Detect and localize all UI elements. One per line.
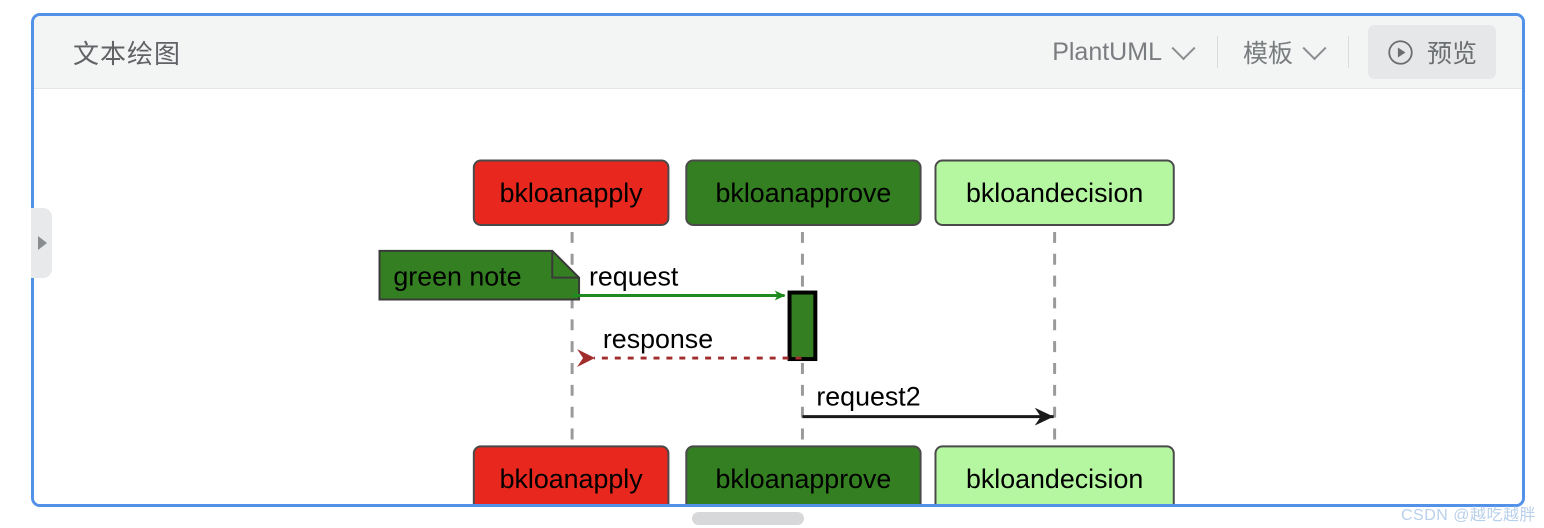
template-select[interactable]: 模板	[1229, 34, 1337, 70]
template-select-label: 模板	[1242, 40, 1293, 68]
note-shape	[378, 249, 581, 301]
chevron-down-icon	[1171, 35, 1196, 60]
participant-rect	[685, 159, 922, 227]
participant-rect	[934, 445, 1175, 504]
participant-label: bkloanapprove	[716, 178, 892, 208]
language-select-label: PlantUML	[1052, 37, 1162, 66]
diagram-canvas[interactable]: bkloanapply bkloanapprove bkloandecision…	[34, 89, 1522, 504]
page-title: 文本绘图	[73, 38, 182, 69]
header-divider-1	[1216, 36, 1218, 68]
participant-label: bkloanapply	[500, 464, 644, 494]
participant-label: bkloanapply	[500, 178, 644, 208]
message-request2[interactable]: request2	[802, 382, 1054, 426]
chevron-down-icon	[1302, 35, 1327, 60]
participant-rect	[472, 159, 670, 227]
language-select[interactable]: PlantUML	[1038, 35, 1206, 67]
horizontal-scrollbar-thumb[interactable]	[692, 512, 804, 525]
participant-label: bkloanapprove	[716, 464, 892, 494]
play-circle-icon	[1388, 39, 1413, 65]
message-label: request	[589, 262, 679, 292]
participant-box-top-bkloanapprove[interactable]: bkloanapprove	[685, 159, 922, 227]
participant-box-top-bkloanapply[interactable]: bkloanapply	[472, 159, 670, 227]
activation-bar-bkloanapprove	[787, 290, 818, 362]
note-fold-icon	[551, 250, 580, 279]
participant-label: bkloandecision	[966, 464, 1143, 494]
message-label: response	[603, 324, 713, 354]
message-response[interactable]: response	[577, 324, 802, 367]
header-controls: PlantUML 模板 预览	[1038, 16, 1496, 88]
participant-label: bkloandecision	[966, 178, 1143, 208]
note-green-note[interactable]: green note	[378, 249, 581, 301]
text-diagram-panel: 文本绘图 PlantUML 模板 预览	[31, 13, 1525, 507]
note-label: green note	[393, 262, 521, 292]
sequence-diagram: bkloanapply bkloanapprove bkloandecision…	[378, 159, 1175, 504]
chevron-right-icon	[38, 236, 47, 250]
participant-rect	[472, 445, 670, 504]
preview-button-label: 预览	[1426, 40, 1477, 68]
panel-header: 文本绘图 PlantUML 模板 预览	[34, 16, 1522, 89]
participant-rect	[685, 445, 922, 504]
participant-rect	[934, 159, 1175, 227]
watermark: CSDN @越吃越胖	[1400, 507, 1536, 524]
message-request[interactable]: request	[573, 262, 786, 301]
participant-box-bottom-bkloanapply[interactable]: bkloanapply	[472, 445, 670, 504]
participant-box-bottom-bkloandecision[interactable]: bkloandecision	[934, 445, 1175, 504]
sidebar-expand-handle[interactable]	[31, 208, 52, 278]
preview-button[interactable]: 预览	[1367, 25, 1496, 79]
header-divider-2	[1347, 36, 1349, 68]
message-label: request2	[816, 382, 920, 412]
participant-box-bottom-bkloanapprove[interactable]: bkloanapprove	[685, 445, 922, 504]
participant-box-top-bkloandecision[interactable]: bkloandecision	[934, 159, 1175, 227]
